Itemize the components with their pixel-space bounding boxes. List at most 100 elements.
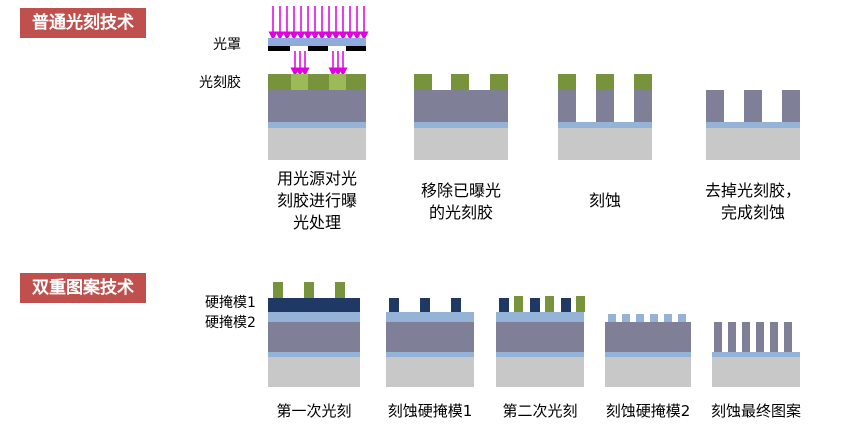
hardmask2-label: 硬掩模2 (205, 315, 256, 331)
resist-line (634, 74, 652, 90)
hardmask2-line (650, 314, 658, 322)
resist-line (596, 74, 614, 90)
etched-line (706, 90, 724, 122)
substrate (414, 128, 508, 160)
hardmask1-line (561, 298, 571, 312)
double-step-2-graphic (386, 298, 474, 387)
resist-line (545, 296, 554, 312)
hardmask2-line (608, 314, 616, 322)
hardmask2-line (678, 314, 686, 322)
hardmask1-line (389, 298, 399, 312)
photomask-label: 光罩 (213, 37, 241, 53)
resist-line (451, 74, 469, 90)
hardmask2-layer (268, 312, 360, 322)
double-step-1-caption: 第一次光刻 (276, 402, 352, 420)
etched-line (744, 90, 762, 122)
etched-line (782, 90, 800, 122)
resist-line (514, 296, 523, 312)
hardmask2-line (636, 314, 644, 322)
resist-line (558, 74, 576, 90)
etch-stop-layer (268, 122, 366, 128)
conventional-step-3-graphic (558, 74, 652, 160)
light-source-arrows (268, 6, 369, 41)
photomask-glass (268, 38, 366, 46)
caption-line: 刻蚀 (588, 191, 621, 210)
caption-line: 光处理 (292, 213, 341, 232)
final-line (770, 322, 778, 352)
caption-line: 刻胶进行曝 (276, 191, 357, 210)
substrate (268, 128, 366, 160)
final-line (742, 322, 750, 352)
photomask-chrome (346, 46, 366, 51)
etch-stop-layer (605, 352, 691, 357)
substrate (268, 357, 360, 387)
substrate (712, 357, 800, 387)
etched-line (634, 90, 652, 122)
photoresist-layer (268, 74, 366, 90)
conventional-step-1-caption: 用光源对光 刻胶进行曝 光处理 (252, 168, 382, 234)
double-step-5-graphic (712, 322, 800, 387)
photomask-chrome (308, 46, 328, 51)
target-layer (605, 322, 691, 352)
final-line (714, 322, 722, 352)
photoresist-label: 光刻胶 (199, 75, 241, 91)
substrate (706, 128, 800, 160)
exposed-resist (329, 74, 346, 90)
hardmask1-line (530, 298, 540, 312)
etched-line (558, 90, 576, 122)
etch-stop-layer (706, 122, 800, 128)
etch-stop-layer (558, 122, 652, 128)
substrate (496, 357, 584, 387)
resist-line (273, 282, 283, 298)
double-step-5-caption: 刻蚀最终图案 (710, 402, 801, 420)
conventional-step-2-caption: 移除已曝光 的光刻胶 (396, 180, 526, 224)
etch-stop-layer (712, 352, 800, 357)
substrate (605, 357, 691, 387)
hardmask2-line (622, 314, 630, 322)
final-line (784, 322, 792, 352)
hardmask1-layer (268, 298, 360, 312)
etch-stop-layer (496, 352, 584, 357)
conventional-step-3-caption: 刻蚀 (540, 190, 670, 212)
conventional-step-4-graphic (706, 90, 800, 160)
hardmask1-label: 硬掩模1 (205, 295, 256, 311)
exposed-resist (291, 74, 308, 90)
double-step-1-graphic (268, 282, 360, 387)
hardmask1-line (451, 298, 461, 312)
etch-stop-layer (414, 122, 508, 128)
conventional-step-4-caption: 去掉光刻胶， 完成刻蚀 (688, 180, 818, 224)
target-layer (386, 322, 474, 352)
resist-line (414, 74, 432, 90)
hardmask2-layer (386, 312, 474, 322)
resist-line (576, 296, 585, 312)
caption-line: 移除已曝光 (420, 181, 501, 200)
hardmask1-line (420, 298, 430, 312)
hardmask2-layer (496, 312, 584, 322)
caption-line: 的光刻胶 (428, 203, 493, 222)
section-title-conventional: 普通光刻技术 (20, 8, 146, 38)
target-layer (268, 90, 366, 122)
double-step-3-caption: 第二次光刻 (502, 402, 578, 420)
caption-line: 去掉光刻胶， (704, 181, 801, 200)
etched-line (596, 90, 614, 122)
final-line (728, 322, 736, 352)
substrate (386, 357, 474, 387)
double-step-4-caption: 刻蚀硬掩模2 (605, 402, 691, 420)
section-title-double-patterning: 双重图案技术 (20, 273, 146, 303)
caption-line: 用光源对光 (276, 169, 357, 188)
double-step-3-graphic (496, 296, 585, 387)
etch-stop-layer (268, 352, 360, 357)
resist-line (335, 282, 345, 298)
target-layer (268, 322, 360, 352)
conventional-step-1-graphic (268, 6, 369, 160)
hardmask1-line (499, 298, 509, 312)
caption-line: 完成刻蚀 (720, 203, 785, 222)
target-layer (496, 322, 584, 352)
hardmask2-line (664, 314, 672, 322)
resist-line (490, 74, 508, 90)
photomask-chrome (268, 46, 290, 51)
etch-stop-layer (386, 352, 474, 357)
double-step-4-graphic (605, 314, 691, 387)
target-layer (414, 90, 508, 122)
